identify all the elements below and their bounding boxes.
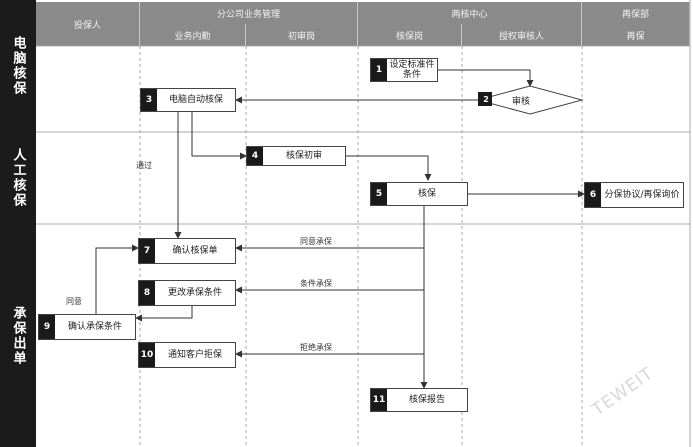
node-computer-auto-underwriting: 3 电脑自动核保 xyxy=(140,88,236,112)
header-applicant: 投保人 xyxy=(36,2,140,46)
node-text: 核保初审 xyxy=(285,151,322,161)
node-text: 电脑自动核保 xyxy=(168,95,223,105)
node-number: 8 xyxy=(139,281,155,305)
node-confirm-underwriting-slip: 7 确认核保单 xyxy=(138,238,236,264)
node-number: 4 xyxy=(247,147,263,165)
edge-label-agree-accept: 同意承保 xyxy=(300,237,332,246)
node-set-standard-conditions: 1 设定标准件条件 xyxy=(370,58,438,82)
node-number-2: 2 xyxy=(483,94,489,104)
node-number: 6 xyxy=(585,183,601,207)
node-text: 分保协议/再保询价 xyxy=(604,190,680,200)
node-underwriting: 5 核保 xyxy=(370,182,468,206)
node-number: 5 xyxy=(371,183,387,205)
node-review: 审核 xyxy=(512,97,531,107)
edge-label-conditional-accept: 条件承保 xyxy=(300,279,332,288)
node-text: 设定标准件条件 xyxy=(389,60,435,80)
node-number: 7 xyxy=(139,239,155,263)
node-text: 更改承保条件 xyxy=(167,288,222,298)
header-branch-business: 分公司业务管理 xyxy=(140,2,358,24)
header-business-clerk: 业务内勤 xyxy=(140,24,246,46)
edge-label-reject: 拒绝承保 xyxy=(300,343,332,352)
node-confirm-acceptance-conditions: 9 确认承保条件 xyxy=(38,314,136,340)
node-number: 3 xyxy=(141,89,157,111)
node-number: 11 xyxy=(371,389,387,411)
lane-computer-underwriting: 电脑核保 xyxy=(0,0,36,132)
node-text: 核保 xyxy=(417,189,436,199)
header-preliminary-review: 初审岗 xyxy=(246,24,358,46)
node-notify-customer-rejection: 10 通知客户拒保 xyxy=(138,342,236,368)
header-underwriting-center: 两核中心 xyxy=(358,2,582,24)
header-authorized-reviewer: 授权审核人 xyxy=(462,24,582,46)
header-underwriter: 核保岗 xyxy=(358,24,462,46)
node-number: 10 xyxy=(139,343,155,367)
node-number: 9 xyxy=(39,315,55,339)
node-reinsurance-agreement: 6 分保协议/再保询价 xyxy=(584,182,684,208)
edge-label-agree: 同意 xyxy=(66,297,82,306)
node-preliminary-underwriting: 4 核保初审 xyxy=(246,146,346,166)
lane-manual-underwriting: 人工核保 xyxy=(0,132,36,224)
node-change-acceptance-conditions: 8 更改承保条件 xyxy=(138,280,236,306)
node-underwriting-report: 11 核保报告 xyxy=(370,388,468,412)
edge-label-pass: 通过 xyxy=(136,161,152,170)
node-text: 确认承保条件 xyxy=(67,322,122,332)
node-text: 通知客户拒保 xyxy=(167,350,222,360)
lane-issue-policy: 承保出单 xyxy=(0,224,36,447)
node-text: 确认核保单 xyxy=(172,246,218,256)
node-number: 1 xyxy=(371,59,387,81)
node-text: 核保报告 xyxy=(408,395,445,405)
